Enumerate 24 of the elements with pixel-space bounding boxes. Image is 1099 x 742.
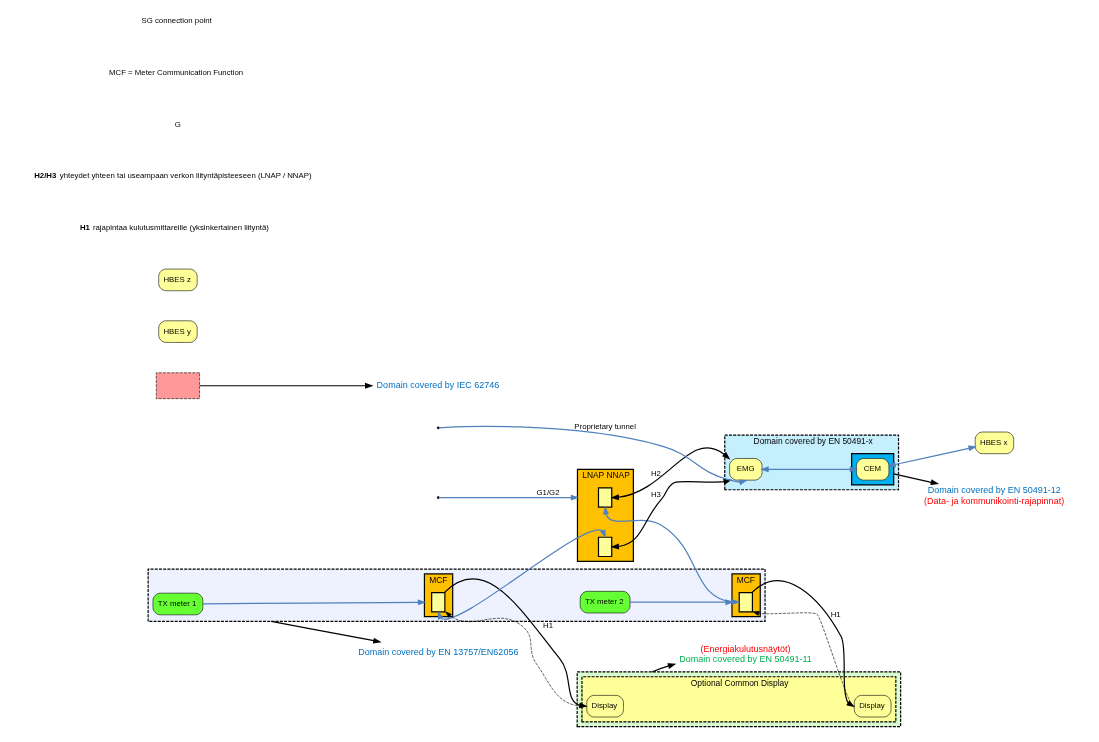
node-box <box>155 372 200 399</box>
node-box <box>597 487 613 508</box>
node-text: Domain covered by EN 50491-12 (Data- ja kommunikointi-rajapinnat) <box>924 485 1065 506</box>
arrow <box>651 663 677 673</box>
arrow <box>887 445 977 468</box>
arrow <box>610 447 731 501</box>
node-text: (Energiakulutusnäytöt) Domain covered by EN 50491-11 <box>679 643 812 664</box>
node-box <box>597 536 613 558</box>
arrow <box>270 620 382 644</box>
arrow <box>199 382 374 389</box>
arrow <box>437 529 606 620</box>
node-box <box>431 591 446 613</box>
arrow <box>202 599 427 606</box>
arrow <box>752 611 854 707</box>
cluster: LNAP NNAP <box>576 468 634 562</box>
arrow <box>438 494 580 501</box>
arrow <box>438 425 748 486</box>
arrow <box>751 580 855 708</box>
arrow <box>760 466 859 473</box>
node-text: Domain covered by EN 13757/EN62056 <box>358 646 519 657</box>
arrow <box>893 473 940 486</box>
arrow <box>610 478 732 550</box>
node-box <box>738 591 754 613</box>
node-text: Domain covered by IEC 62746 <box>376 379 500 390</box>
